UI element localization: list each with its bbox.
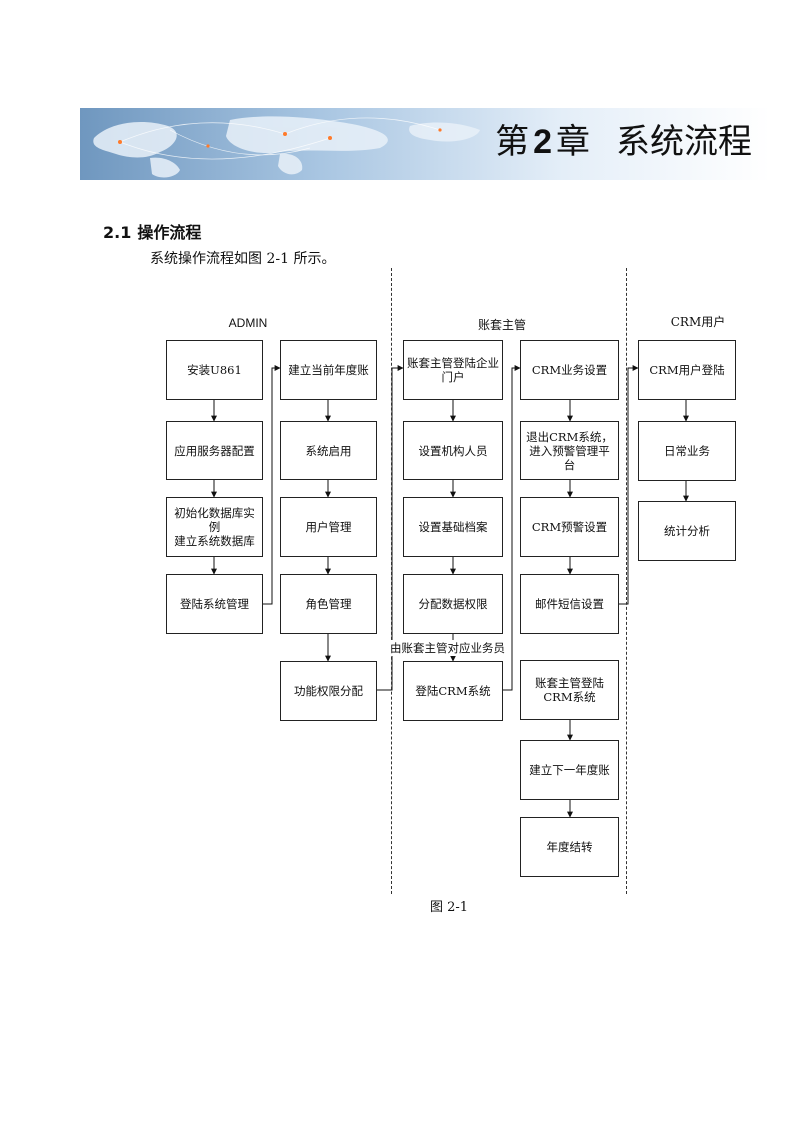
lane-divider-2 <box>626 268 627 894</box>
intro-paragraph: 系统操作流程如图 2-1 所示。 <box>150 251 336 267</box>
flow-note: 由账套主管对应业务员 <box>390 640 505 656</box>
box-init-database-line2: 建立系统数据库 <box>174 534 255 548</box>
box-assign-data-permission: 分配数据权限 <box>403 574 503 634</box>
box-init-database-line1: 初始化数据库实例 <box>174 506 255 534</box>
box-manager-login-crm: 账套主管登陆CRM系统 <box>520 660 619 720</box>
box-permission-assignment: 功能权限分配 <box>280 661 377 721</box>
box-init-database: 初始化数据库实例 建立系统数据库 <box>166 497 263 557</box>
box-crm-alert-setup: CRM预警设置 <box>520 497 619 557</box>
box-install: 安装U861 <box>166 340 263 400</box>
lane-divider-1 <box>391 268 392 894</box>
chapter-number: 2 <box>533 123 552 161</box>
section-number: 2.1 <box>103 223 132 242</box>
box-mail-sms-setup: 邮件短信设置 <box>520 574 619 634</box>
box-set-basic-files: 设置基础档案 <box>403 497 503 557</box>
box-crm-user-login: CRM用户登陆 <box>638 340 736 400</box>
box-login-system-manager: 登陆系统管理 <box>166 574 263 634</box>
box-login-crm: 登陆CRM系统 <box>403 661 503 721</box>
box-crm-business-setup: CRM业务设置 <box>520 340 619 400</box>
chapter-suffix: 章 <box>556 122 590 162</box>
box-system-enable: 系统启用 <box>280 421 377 480</box>
box-create-current-year-account: 建立当前年度账 <box>280 340 377 400</box>
figure-caption: 图 2-1 <box>430 900 469 915</box>
box-exit-crm-enter-alert: 退出CRM系统，进入预警管理平台 <box>520 421 619 480</box>
chapter-prefix: 第 <box>495 122 530 162</box>
box-statistics: 统计分析 <box>638 501 736 561</box>
box-role-management: 角色管理 <box>280 574 377 634</box>
lane-title-crm-user: CRM用户 <box>670 315 726 329</box>
section-title: 操作流程 <box>137 223 202 242</box>
box-app-server-config: 应用服务器配置 <box>166 421 263 480</box>
lane-title-admin: ADMIN <box>228 316 268 330</box>
world-map-banner-image <box>80 108 770 180</box>
box-manager-login-portal: 账套主管登陆企业门户 <box>403 340 503 400</box>
box-user-management: 用户管理 <box>280 497 377 557</box>
box-create-next-year-account: 建立下一年度账 <box>520 740 619 800</box>
section-heading: 2.1 操作流程 <box>103 219 201 243</box>
box-year-end-close: 年度结转 <box>520 817 619 877</box>
lane-title-account-manager: 账套主管 <box>477 318 526 332</box>
box-set-org-staff: 设置机构人员 <box>403 421 503 480</box>
box-daily-business: 日常业务 <box>638 421 736 481</box>
chapter-name: 系统流程 <box>616 122 752 162</box>
